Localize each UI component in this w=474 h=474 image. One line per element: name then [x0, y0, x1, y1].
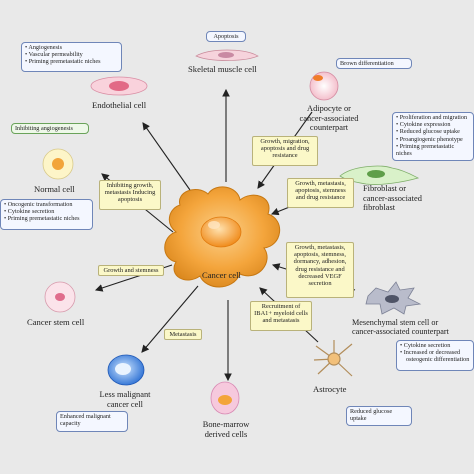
label-bone-marrow-line1: Bone-marrow — [202, 420, 250, 429]
arrow-label-normal: Inhibiting growth, metastasis Inducing a… — [99, 180, 161, 210]
arrow-label-stem: Growth and stemness — [98, 265, 164, 276]
tag-brown-differentiation: Brown differentiation — [336, 58, 412, 69]
mesenchymal-stem-cell-shape — [365, 281, 422, 315]
effect-angiogenesis: Angiogenesis — [25, 44, 118, 51]
effect-cytokine-secretion: Cytokine secretion — [4, 208, 89, 215]
effect-proliferation: Proliferation and migration — [396, 114, 470, 121]
label-adipocyte-line2: cancer-associated — [299, 113, 359, 123]
cancer-stem-cell-shape — [44, 281, 76, 313]
effect-msc-osteogenic: osteogenic differentiation — [406, 356, 470, 364]
label-cancer-cell: Cancer cell — [202, 270, 241, 280]
label-bone-marrow: Bone-marrow derived cells — [194, 420, 258, 439]
label-normal-cell: Normal cell — [34, 184, 75, 194]
effects-astrocyte: Reduced glucose uptake — [346, 406, 412, 426]
endothelial-cell-shape — [90, 76, 148, 96]
effects-fibroblast: Proliferation and migration Cytokine exp… — [392, 112, 474, 161]
label-fibroblast: Fibroblast or cancer-associated fibrobla… — [363, 184, 422, 213]
label-skeletal-muscle: Skeletal muscle cell — [188, 64, 257, 74]
arrow-to-less-malignant — [141, 285, 199, 353]
label-endothelial: Endothelial cell — [92, 100, 147, 110]
effect-cytokine-expression: Cytokine expression — [396, 121, 470, 128]
label-less-malignant-line2: cancer cell — [106, 399, 144, 409]
effect-msc-cytokine: Cytokine secretion — [400, 342, 470, 349]
label-adipocyte: Adipocyte or cancer-associated counterpa… — [291, 104, 367, 133]
label-adipocyte-line1: Adipocyte or — [307, 104, 351, 113]
arrow-to-endothelial — [142, 122, 191, 191]
cancer-cell-shape — [164, 186, 280, 288]
tag-apoptosis: Apoptosis — [206, 31, 246, 42]
label-astrocyte: Astrocyte — [313, 384, 347, 394]
effect-priming-niches-fibroblast: Priming premetastatic niches — [396, 143, 470, 157]
label-msc-line2: cancer-associated counterpart — [352, 327, 449, 337]
label-adipocyte-line3: counterpart — [309, 123, 349, 133]
effects-less-malignant: Enhanced malignant capacity — [56, 411, 128, 432]
astrocyte-shape — [313, 340, 353, 377]
arrow-label-msc: Growth, metastasis, apoptosis, stemness,… — [286, 242, 354, 298]
arrow-label-less-malignant: Metastasis — [164, 329, 202, 340]
label-less-malignant-line1: Less malignant — [99, 390, 151, 399]
effects-msc: Cytokine secretion Increased or decrease… — [396, 340, 474, 371]
label-msc: Mesenchymal stem cell or cancer-associat… — [352, 318, 449, 337]
arrow-label-adipocyte: Growth, migration, apoptosis and drug re… — [252, 136, 318, 166]
less-malignant-cell-shape — [107, 354, 145, 386]
effects-normal-cell: Oncogenic transformation Cytokine secret… — [0, 199, 93, 230]
label-cancer-stem-cell: Cancer stem cell — [27, 317, 85, 327]
effect-oncogenic-transformation: Oncogenic transformation — [4, 201, 89, 208]
adipocyte-shape — [309, 71, 339, 101]
label-msc-line1: Mesenchymal stem cell or — [352, 318, 439, 327]
effects-endothelial: Angiogenesis Vascular permeability Primi… — [21, 42, 122, 72]
effect-priming-niches: Priming premetastatic niches — [25, 58, 118, 65]
arrow-label-astrocyte: Recruitment of IBA1+ myeloid cells and m… — [250, 301, 312, 331]
arrow-label-fibroblast: Growth, metastasis, apoptosis, stemness … — [287, 178, 354, 208]
effect-priming-niches-normal: Priming premetastatic niches — [4, 215, 89, 222]
effect-reduced-glucose: Reduced glucose uptake — [396, 128, 470, 135]
fibroblast-shape — [339, 165, 420, 185]
effect-proangiogenic: Proangiogenic phenotype — [396, 136, 470, 143]
label-less-malignant: Less malignant cancer cell — [92, 390, 158, 409]
tag-inhibiting-angiogenesis: Inhibiting angiogenesis — [11, 123, 89, 134]
label-fibroblast-line3: fibroblast — [363, 203, 396, 213]
label-fibroblast-line2: cancer-associated — [363, 193, 422, 203]
label-bone-marrow-line2: derived cells — [204, 429, 248, 439]
normal-cell-shape — [42, 148, 74, 180]
skeletal-muscle-cell-shape — [195, 49, 259, 61]
bone-marrow-cell-shape — [210, 381, 240, 415]
label-fibroblast-line1: Fibroblast or — [363, 184, 407, 193]
effect-msc-increased: Increased or decreased — [400, 349, 470, 356]
effect-vascular-permeability: Vascular permeability — [25, 51, 118, 58]
